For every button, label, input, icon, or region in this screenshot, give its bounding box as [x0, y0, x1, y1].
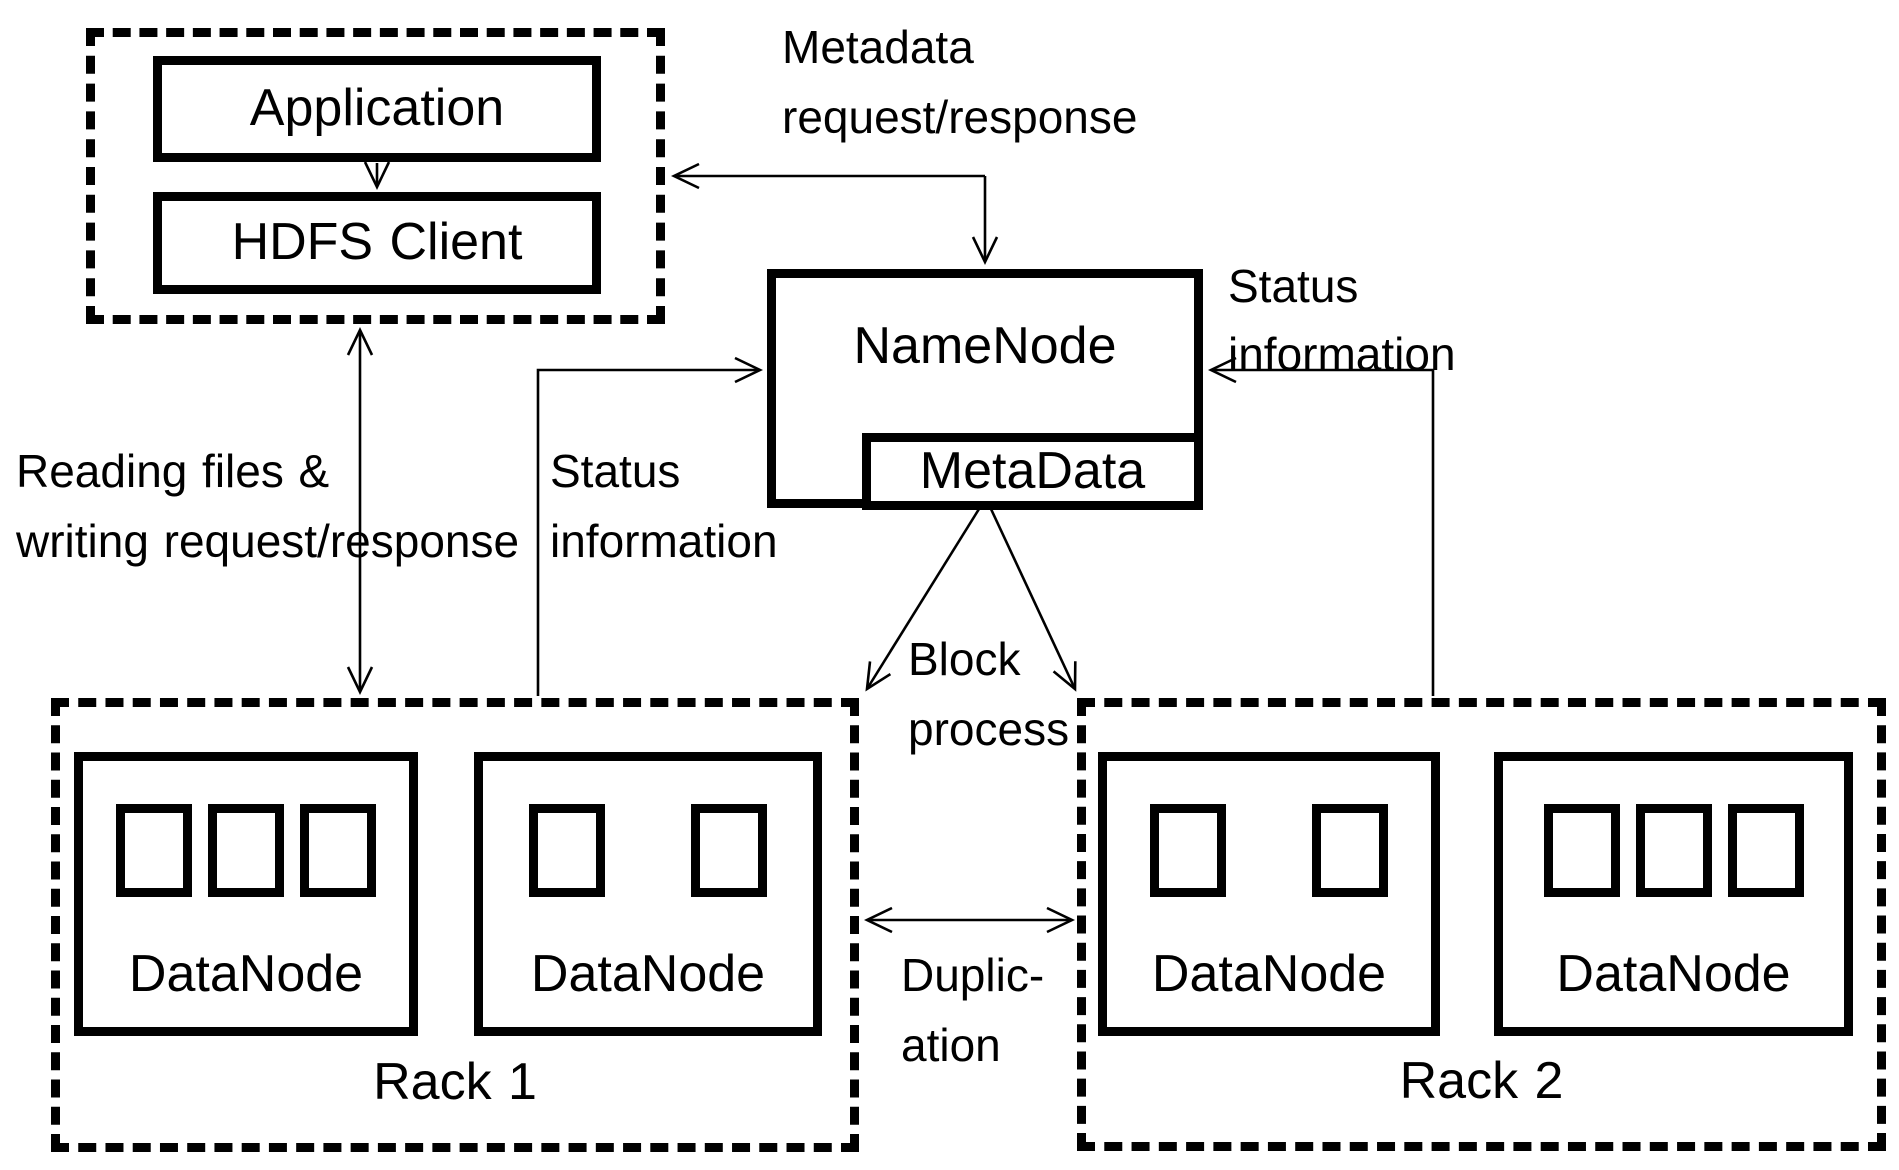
block-row: [1503, 804, 1844, 897]
block-row: [83, 804, 409, 897]
metadata-arrow-label: Metadata request/response: [782, 21, 1138, 143]
read-write-label: Reading files & writing request/response: [16, 445, 520, 567]
data-block: [691, 804, 767, 897]
datanode-label: DataNode: [1151, 944, 1387, 1003]
rack1-label: Rack 1: [373, 1052, 537, 1111]
block-process-label: Block process: [908, 633, 1070, 755]
datanode-label: DataNode: [128, 944, 364, 1003]
data-block: [529, 804, 605, 897]
data-block: [1312, 804, 1388, 897]
rack2-label: Rack 2: [1399, 1051, 1564, 1110]
block-row: [1107, 804, 1431, 897]
application-node: Application: [153, 56, 601, 162]
duplication-label: Duplic- ation: [901, 949, 1045, 1071]
status-info-right-label: Status information: [1228, 260, 1456, 380]
datanode-rack1-left: DataNode: [74, 752, 418, 1036]
datanode-label: DataNode: [530, 944, 766, 1003]
status-info-left-label: Status information: [550, 445, 778, 567]
hdfs-client-node: HDFS Client: [153, 192, 601, 294]
data-block: [1635, 804, 1712, 897]
data-block: [116, 804, 192, 897]
data-block: [300, 804, 376, 897]
datanode-label: DataNode: [1556, 944, 1791, 1003]
datanode-rack2-right: DataNode: [1494, 752, 1853, 1036]
status-right-line: [1207, 356, 1435, 696]
metadata-box: MetaData: [862, 433, 1203, 510]
hdfs-client-label: HDFS Client: [231, 213, 523, 272]
datanode-rack2-left: DataNode: [1098, 752, 1440, 1036]
data-block: [1150, 804, 1226, 897]
data-block: [1727, 804, 1804, 897]
data-block: [1543, 804, 1620, 897]
namenode-label: NameNode: [853, 317, 1117, 375]
datanode-rack1-right: DataNode: [474, 752, 822, 1036]
data-block: [208, 804, 284, 897]
block-row: [483, 804, 813, 897]
application-label: Application: [249, 79, 505, 138]
metadata-label: MetaData: [919, 441, 1146, 500]
